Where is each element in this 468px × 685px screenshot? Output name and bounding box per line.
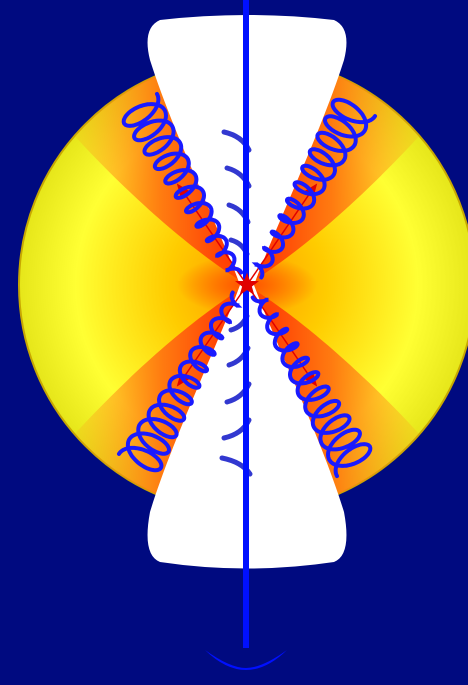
jet-bottom-cap	[205, 650, 287, 670]
